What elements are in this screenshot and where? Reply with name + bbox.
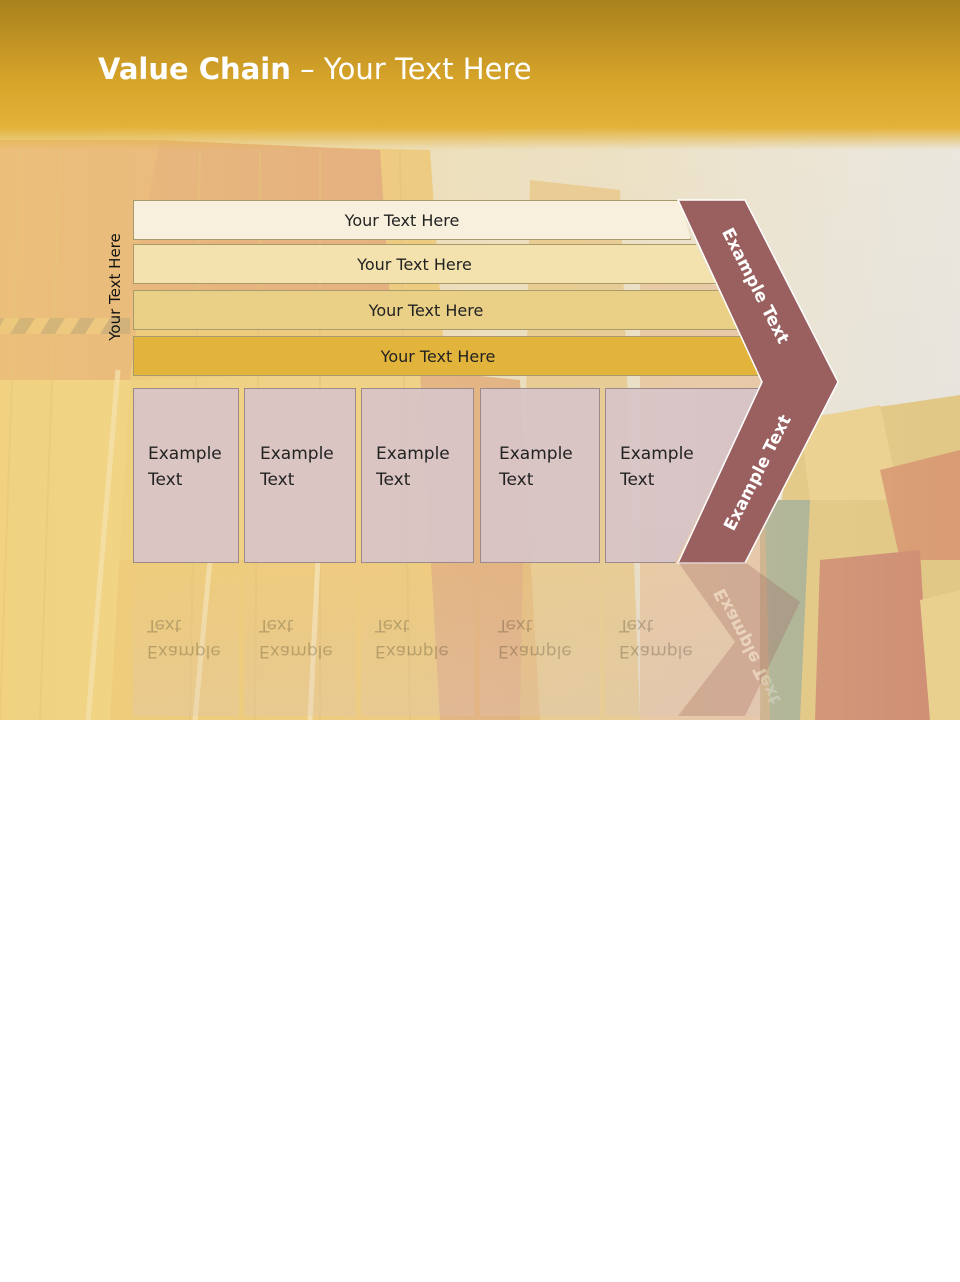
row-label: Your Text Here	[357, 254, 472, 274]
box-line-1: Example	[499, 444, 573, 464]
box-line-1: Example	[260, 444, 334, 464]
support-row-1: Your Text Here	[133, 200, 691, 240]
box-line-2: Text	[499, 470, 534, 490]
box-line-2: Text	[376, 470, 411, 490]
row-label: Your Text Here	[380, 346, 496, 366]
support-row-3: Your Text Here	[133, 290, 739, 330]
title-rest: – Your Text Here	[290, 52, 532, 86]
margin-chevron	[676, 199, 839, 564]
row-label: Your Text Here	[368, 300, 484, 320]
support-row-4: Your Text Here	[133, 336, 763, 376]
slide-title: Value Chain – Your Text Here	[98, 52, 532, 86]
support-row-2: Your Text Here	[133, 244, 716, 284]
row-label: Your Text Here	[344, 210, 460, 230]
title-bold: Value Chain	[98, 52, 291, 86]
box-line-1: Example	[148, 444, 222, 464]
box-line-2: Text	[260, 470, 295, 490]
box-line-1: Example	[376, 444, 450, 464]
title-bar	[0, 0, 960, 150]
box-line-2: Text	[148, 470, 183, 490]
chevron-shape	[676, 199, 839, 564]
box-line-2: Text	[620, 470, 655, 490]
box-line-1: Example	[620, 444, 694, 464]
